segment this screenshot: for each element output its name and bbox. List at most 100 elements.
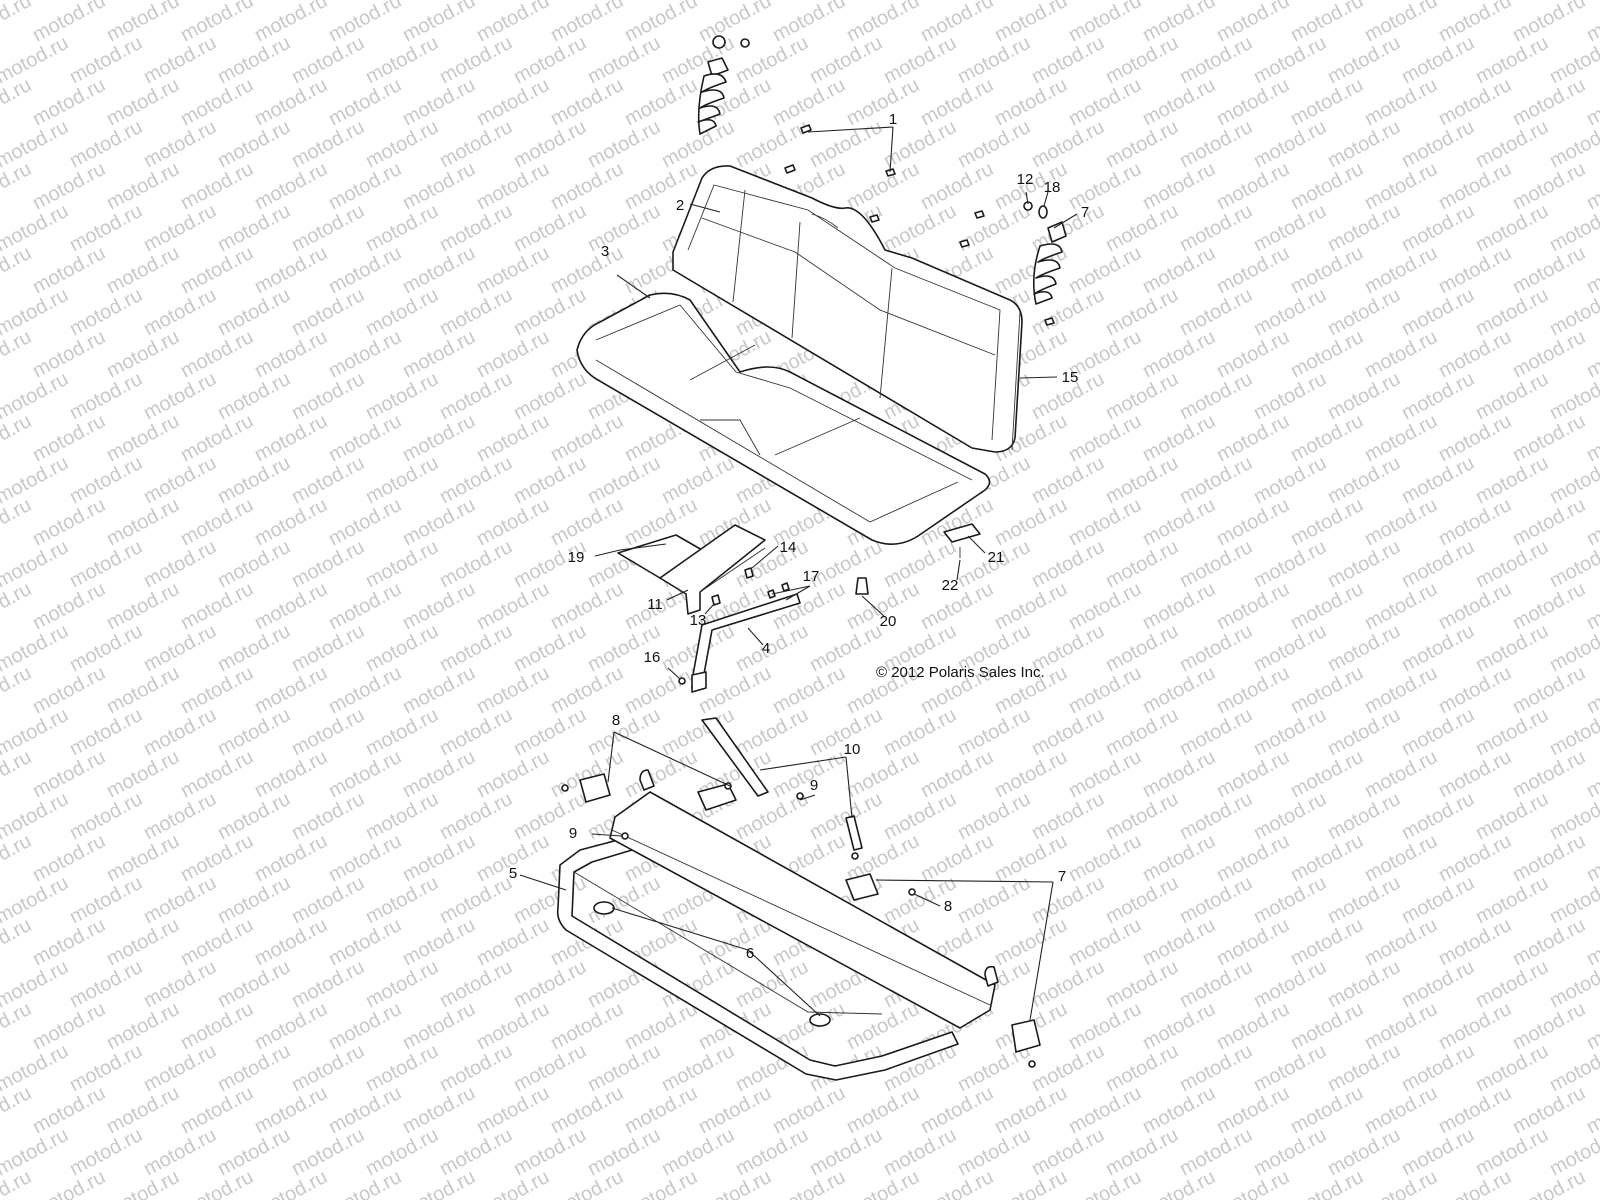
watermark-text: motod.ru [251,1166,331,1200]
watermark-text: motod.ru [1583,830,1600,886]
watermark-text: motod.ru [251,914,331,970]
watermark-text: motod.ru [66,1040,146,1096]
watermark-text: motod.ru [1509,578,1589,634]
watermark-text: motod.ru [251,158,331,214]
watermark-text: motod.ru [103,326,183,382]
watermark-text: motod.ru [1139,746,1219,802]
watermark-text: motod.ru [1287,914,1367,970]
shock-spring-top [697,35,750,135]
watermark-text: motod.ru [103,746,183,802]
watermark-text: motod.ru [510,284,590,340]
watermark-text: motod.ru [29,1082,109,1138]
watermark-text: motod.ru [29,410,109,466]
watermark-text: motod.ru [954,1124,1034,1180]
watermark-text: motod.ru [288,200,368,256]
watermark-text: motod.ru [436,620,516,676]
clip-21 [943,523,981,543]
watermark-text: motod.ru [1213,242,1293,298]
watermark-text: motod.ru [547,0,627,46]
watermark-text: motod.ru [1435,1166,1515,1200]
watermark-text: motod.ru [1398,788,1478,844]
watermark-text: motod.ru [1435,242,1515,298]
watermark-text: motod.ru [1361,578,1441,634]
watermark-text: motod.ru [991,914,1071,970]
callout-10: 10 [844,741,861,758]
watermark-text: motod.ru [103,494,183,550]
watermark-text: motod.ru [251,578,331,634]
watermark-text: motod.ru [621,0,701,46]
watermark-text: motod.ru [917,746,997,802]
watermark-text: motod.ru [954,704,1034,760]
watermark-text: motod.ru [66,620,146,676]
watermark-text: motod.ru [1028,452,1108,508]
watermark-text: motod.ru [251,494,331,550]
watermark-text: motod.ru [917,830,997,886]
watermark-text: motod.ru [251,242,331,298]
watermark-text: motod.ru [66,872,146,928]
callout-2: 2 [676,197,684,214]
copyright-notice: © 2012 Polaris Sales Inc. [876,664,1045,681]
watermark-text: motod.ru [1176,32,1256,88]
watermark-text: motod.ru [1472,116,1552,172]
watermark-text: motod.ru [1213,158,1293,214]
watermark-text: motod.ru [177,0,257,46]
watermark-text: motod.ru [362,536,442,592]
watermark-text: motod.ru [325,914,405,970]
watermark-text: motod.ru [436,704,516,760]
watermark-text: motod.ru [1324,1040,1404,1096]
watermark-text: motod.ru [29,74,109,130]
callout-labels: 1 2 3 4 5 6 7 7 8 8 9 9 10 11 12 13 14 1… [509,111,1089,962]
watermark-text: motod.ru [732,1124,812,1180]
watermark-text: motod.ru [362,872,442,928]
watermark-text: motod.ru [1250,284,1330,340]
callout-19: 19 [568,549,585,566]
watermark-text: motod.ru [1176,368,1256,424]
watermark-text: motod.ru [1324,704,1404,760]
watermark-text: motod.ru [1176,116,1256,172]
watermark-text: motod.ru [473,74,553,130]
watermark-text: motod.ru [1139,326,1219,382]
watermark-text: motod.ru [1398,956,1478,1012]
watermark-text: motod.ru [436,32,516,88]
watermark-text: motod.ru [584,200,664,256]
watermark-text: motod.ru [1472,200,1552,256]
watermark-text: motod.ru [1361,746,1441,802]
watermark-text: motod.ru [1287,662,1367,718]
watermark-text: motod.ru [1472,956,1552,1012]
watermark-text: motod.ru [1583,998,1600,1054]
watermark-text: motod.ru [473,494,553,550]
watermark-text: motod.ru [1509,746,1589,802]
watermark-text: motod.ru [1176,620,1256,676]
watermark-text: motod.ru [843,1166,923,1200]
watermark-text: motod.ru [214,872,294,928]
watermark-text: motod.ru [769,1166,849,1200]
leader-lines [519,126,1078,1021]
watermark-text: motod.ru [140,200,220,256]
watermark-text: motod.ru [1102,116,1182,172]
watermark-text: motod.ru [1398,200,1478,256]
watermark-text: motod.ru [436,1040,516,1096]
watermark-text: motod.ru [251,746,331,802]
watermark-text: motod.ru [66,116,146,172]
watermark-text: motod.ru [1472,452,1552,508]
watermark-text: motod.ru [214,452,294,508]
watermark-text: motod.ru [510,1124,590,1180]
watermark-text: motod.ru [325,242,405,298]
watermark-text: motod.ru [1324,32,1404,88]
watermark-text: motod.ru [1065,0,1145,46]
grommet-rear [809,1013,831,1027]
watermark-text: motod.ru [29,242,109,298]
watermark-text: motod.ru [362,452,442,508]
watermark-text: motod.ru [1324,200,1404,256]
watermark-text: motod.ru [1250,32,1330,88]
watermark-text: motod.ru [251,410,331,466]
watermark-text: motod.ru [510,200,590,256]
watermark-text: motod.ru [1287,830,1367,886]
watermark-text: motod.ru [621,1082,701,1138]
watermark-text: motod.ru [473,662,553,718]
watermark-text: motod.ru [29,746,109,802]
seat-cushion [576,292,991,545]
watermark-text: motod.ru [1065,410,1145,466]
watermark-text: motod.ru [29,1166,109,1200]
watermark-text: motod.ru [1435,578,1515,634]
